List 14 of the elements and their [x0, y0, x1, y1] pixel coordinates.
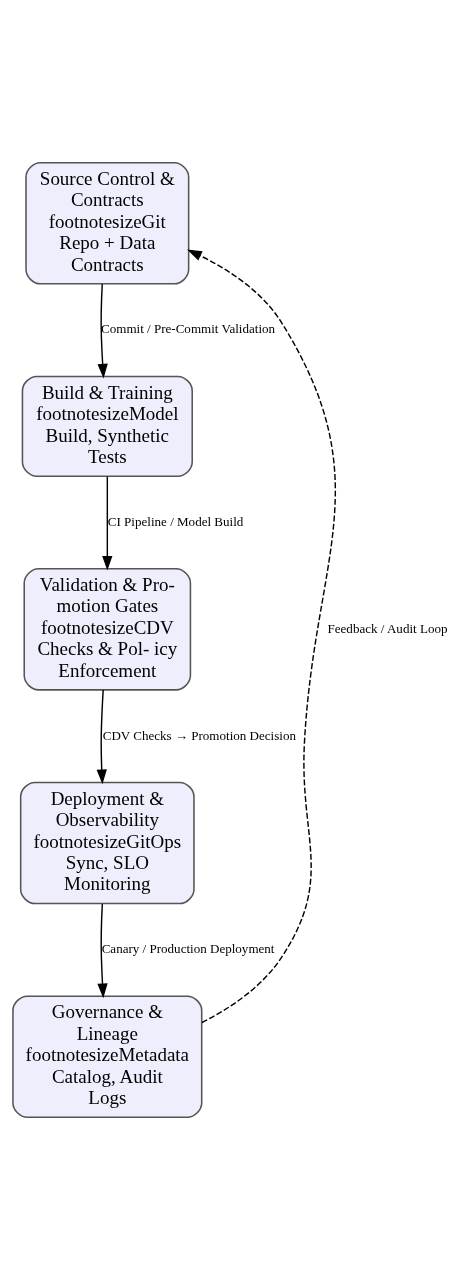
arrow	[97, 283, 108, 379]
node-box: Source Control & Contracts footnotesizeGit Repo + Data Contracts	[25, 162, 190, 285]
node-box: Deployment & Observability footnotesizeGitOps Sync, SLO Monitoring	[19, 781, 195, 905]
arrow	[187, 249, 337, 1024]
edge-label: Canary / Production Deployment	[101, 941, 275, 957]
edge-label: Feedback / Audit Loop	[327, 620, 448, 636]
edge-label: CDV Checks → Promotion Decision	[102, 727, 296, 743]
arrow	[102, 475, 113, 571]
node-box: Validation & Pro- motion Gates footnotesizeCDV Checks & Pol- icy Enforcement	[23, 568, 192, 691]
arrow	[96, 689, 107, 785]
node-box: Governance & Lineage footnotesizeMetadata Catalog, Audit Logs	[12, 995, 203, 1118]
node-box: Build & Training footnotesizeModel Build, Synthetic Tests	[21, 375, 193, 477]
arrow	[97, 903, 108, 999]
edge-label: CI Pipeline / Model Build	[107, 513, 244, 529]
